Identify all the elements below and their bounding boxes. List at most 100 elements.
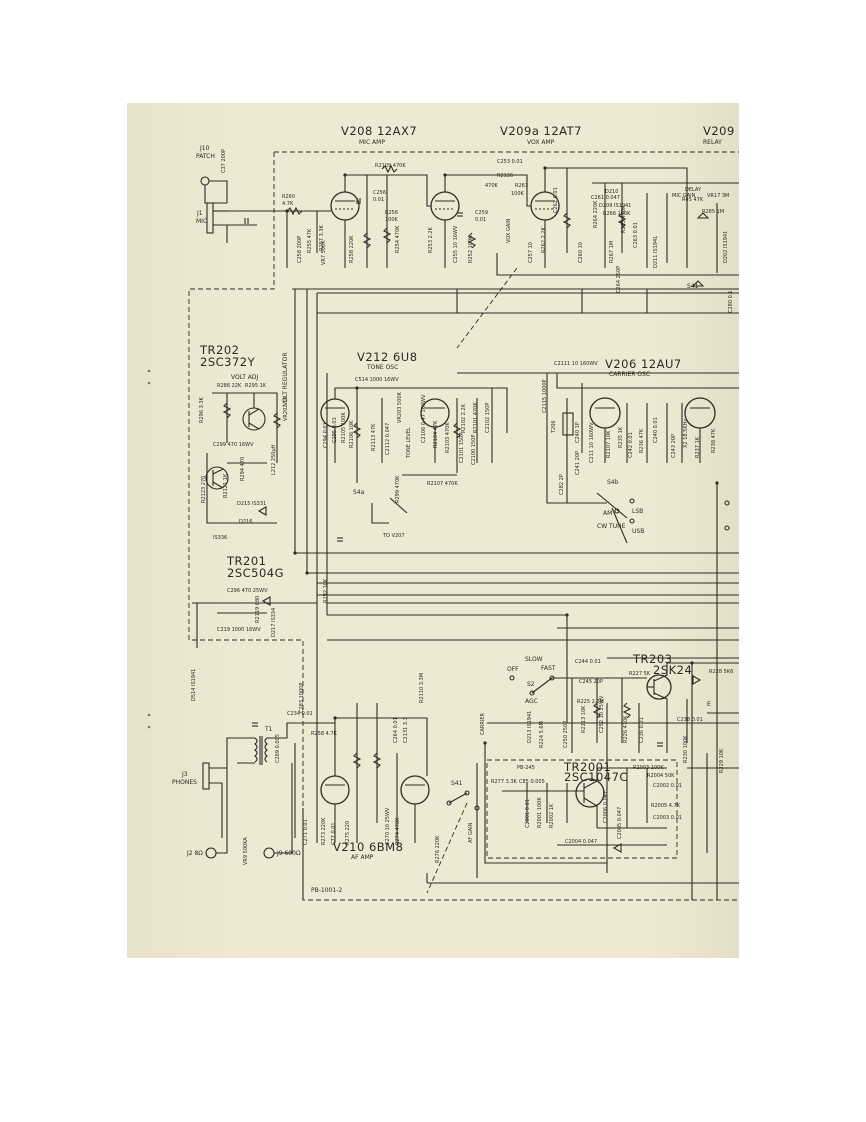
component-label: R2001 100K (537, 797, 543, 828)
component-label: R2104 47K (433, 420, 439, 448)
component-label: C2111 10 160WV (554, 361, 598, 367)
component-label: R236 47K (639, 428, 645, 453)
component-label: C2115 1000P (542, 379, 548, 413)
component-labels: C37 200P R2109 470K C253 0.01 R2126 470K… (191, 149, 734, 865)
component-label: C234 0.01 (287, 711, 313, 717)
component-label: R227 5K (629, 671, 651, 677)
v212-function: TONE OSC (366, 364, 398, 371)
v210-tube-symbol (294, 703, 430, 843)
component-label: VR9 500KA (243, 837, 249, 865)
j1-ref: J1 (196, 210, 203, 217)
pb245-label: PB-245 (517, 765, 535, 771)
component-label: D202 IS1941 (723, 231, 729, 263)
component-label: R2107 470K (427, 481, 458, 487)
component-label: 100K (385, 217, 399, 223)
bus-lines (292, 288, 739, 900)
component-label: L212 250µH (271, 444, 277, 475)
s41-label: S41 (451, 780, 463, 787)
component-label: R276 220K (435, 835, 441, 863)
component-label: C245 20P (579, 679, 603, 685)
component-label: D210 (605, 189, 618, 195)
component-label: C243 20P (671, 434, 677, 458)
component-label: C269 0.005 (275, 734, 281, 763)
j9-600ohm-jack-symbol (263, 763, 293, 859)
v206-tube-symbol (546, 373, 739, 544)
j10-patch-jack-symbol (200, 176, 228, 204)
tr2001-transistor-symbol (502, 753, 739, 853)
component-label: R295 1K (245, 383, 267, 389)
lsb-label: LSB (632, 508, 643, 515)
component-label: C250 250P (563, 721, 569, 748)
s4b-label: S4b (607, 479, 619, 486)
component-label: C236 0.01 (639, 717, 645, 743)
component-label: C241 20P (575, 451, 581, 475)
tr202-type: 2SC372Y (200, 355, 256, 369)
component-label: R253 2.2K (428, 226, 434, 253)
component-label: R258 4.7K (311, 731, 338, 737)
component-label: R238 47K (711, 428, 717, 453)
component-label: C257 10 (528, 242, 534, 263)
component-label: C37 200P (221, 149, 227, 173)
component-label: R45 47K (682, 197, 704, 203)
component-label: C263 0.01 (633, 222, 639, 248)
v210-function: AF AMP (351, 854, 374, 861)
component-label: C271 0.01 (303, 819, 309, 845)
pb1001-2-label: PB-1001-2 (311, 887, 342, 894)
t1-label: T1 (264, 726, 273, 733)
agc-fast-label: FAST (541, 665, 556, 672)
agc-label: AGC (525, 698, 538, 705)
v209b-function: RELAY (703, 139, 722, 146)
component-label: C253 0.01 (497, 159, 523, 165)
s4a-label: S4a (353, 489, 365, 496)
tr202-ref: TR202 (199, 343, 239, 357)
component-label: R254 470K (395, 225, 401, 253)
j9-label: J9 600Ω (276, 850, 301, 857)
component-label: R261 (515, 183, 528, 189)
s2-label: S2 (527, 681, 535, 688)
v208-function: MIC AMP (359, 139, 385, 146)
v209b-name: V209 (703, 124, 735, 138)
component-label: R266 100K (603, 211, 631, 217)
component-label: R2002 1K (549, 803, 555, 828)
to-v207-label: TO V207 (382, 533, 405, 539)
component-label: R2213 10K (581, 705, 587, 733)
v206-function: CARRIER OSC (609, 371, 650, 378)
component-label: C262 0.01 (553, 187, 559, 213)
schematic-diagram: V208 12AX7 MIC AMP V209a 12AT7 VOX AMP V… (147, 124, 739, 901)
component-label: R285 1M (702, 209, 724, 215)
component-label: R237 1K (695, 436, 701, 458)
v209a-tube-symbol (456, 167, 739, 349)
component-label: D217 IS334 (271, 608, 277, 637)
j1-mic-jack-symbol (206, 202, 257, 243)
component-label: C2004 0.047 (565, 839, 597, 845)
component-label: 0.01 (475, 217, 486, 223)
component-label: C296 470 25WV (227, 588, 268, 594)
component-label: R2121 1K (223, 473, 229, 498)
component-label: C294 0.01 (323, 422, 329, 448)
component-label: C255 10 16WV (453, 225, 459, 263)
s4b-switch-symbol (614, 498, 730, 531)
v206-name: V206 12AU7 (605, 357, 682, 371)
component-label: C211 10 160WV (589, 422, 595, 463)
component-label: R292 10K (323, 578, 329, 603)
j10-ref: J10 (199, 145, 210, 152)
component-label: R2101 470K (473, 402, 479, 433)
v208-name: V208 12AX7 (341, 124, 417, 138)
component-label: D215 IS331 (237, 501, 266, 507)
component-label: R2103 470K (445, 422, 451, 453)
agc-off-label: OFF (507, 666, 519, 673)
component-label: R267 1M (609, 241, 615, 263)
component-label: 0.01 (373, 197, 384, 203)
component-label: R274 470K (395, 817, 401, 845)
component-label: C2101 150P (459, 433, 465, 463)
component-label: R235 1K (618, 426, 624, 448)
component-label: R228 5K6 (709, 669, 733, 675)
component-label: R2126 (497, 173, 513, 179)
component-label: R257 3.3K (319, 224, 325, 251)
component-label: C2112 0.047 (385, 423, 391, 455)
component-label: D514 IS1941 (191, 669, 197, 701)
component-label: C2005 0.047 (617, 807, 623, 839)
am-label: AM (603, 510, 612, 517)
delay-label: DELAY (685, 187, 702, 193)
v209a-name: V209a 12AT7 (500, 124, 582, 138)
